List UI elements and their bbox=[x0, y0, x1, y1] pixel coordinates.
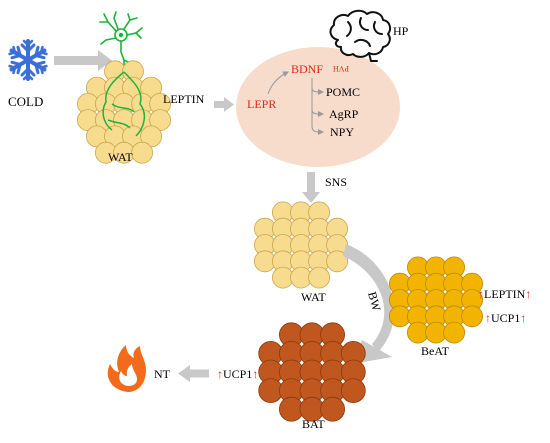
bat-ucp1-label: ↑UCP1↑ bbox=[217, 367, 258, 381]
cold-label: COLD bbox=[8, 94, 43, 109]
nt-label: NT bbox=[154, 367, 171, 381]
hypothalamus-region bbox=[236, 47, 400, 167]
fat-cell bbox=[461, 305, 484, 328]
bdnf-label: BDNF bbox=[291, 62, 323, 76]
bw-label: BW bbox=[365, 290, 384, 313]
arrow-cold-to-wat bbox=[54, 50, 112, 71]
arrow-bat-to-nt bbox=[178, 365, 209, 382]
arrow-sns-down bbox=[302, 172, 320, 203]
fat-cell bbox=[340, 378, 366, 404]
lepr-label: LEPR bbox=[247, 97, 276, 111]
bat-label: BAT bbox=[302, 417, 325, 431]
snowflake-icon bbox=[8, 39, 48, 81]
npy-label: NPY bbox=[330, 125, 354, 139]
arrow-lepr-to-bdnf bbox=[267, 71, 289, 95]
beat-cluster bbox=[388, 256, 484, 344]
beat-leptin-label: ↑LEPTIN↑ bbox=[478, 287, 531, 301]
wat-top-label: WAT bbox=[108, 150, 133, 164]
leptin-label: LEPTIN bbox=[163, 92, 205, 106]
wat-mid-label: WAT bbox=[301, 290, 326, 304]
wat-cluster-top bbox=[77, 60, 172, 164]
sns-label: SNS bbox=[325, 175, 347, 189]
fat-cell bbox=[320, 396, 346, 422]
bdnf-pvh-superscript: PVH bbox=[333, 64, 349, 73]
neuron-icon bbox=[99, 11, 143, 73]
hp-label: HP bbox=[393, 24, 409, 38]
arrow-wat-to-hypothalamus bbox=[214, 97, 234, 112]
beat-ucp1-label: ↑UCP1↑ bbox=[485, 311, 526, 325]
brain-icon bbox=[329, 9, 392, 62]
bat-cluster bbox=[258, 322, 366, 422]
wat-cluster-middle bbox=[253, 201, 349, 289]
fat-cell bbox=[326, 250, 349, 273]
fat-cell bbox=[443, 321, 466, 344]
arrow-bdnf-branches bbox=[311, 78, 324, 135]
flame-icon bbox=[107, 345, 146, 392]
beat-label: BeAT bbox=[421, 344, 450, 358]
agrp-label: AgRP bbox=[329, 107, 359, 121]
nerve-fibers bbox=[102, 71, 146, 137]
fat-cell bbox=[131, 141, 154, 164]
pomc-label: POMC bbox=[326, 85, 360, 99]
fat-cell bbox=[308, 266, 331, 289]
